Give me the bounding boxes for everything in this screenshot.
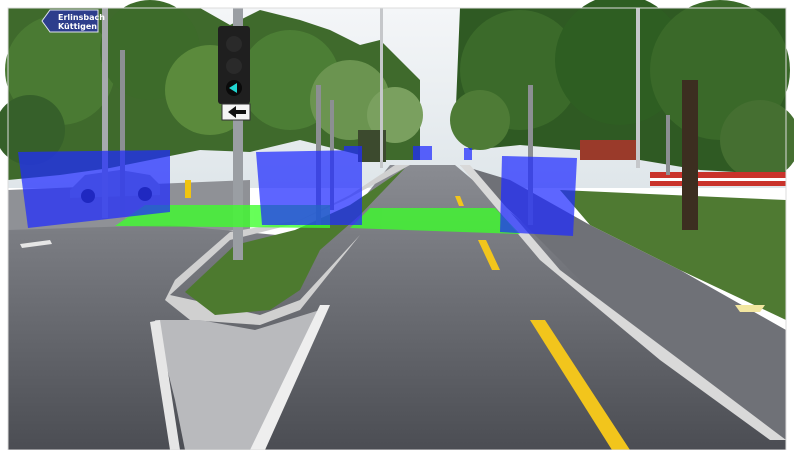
trees-right [450,0,794,180]
obstacle-segmentation-overlay [18,146,577,236]
grass-right [560,190,786,320]
red-fence [580,140,640,160]
tree-trunk [682,80,698,230]
traffic-light-pole [218,8,251,260]
sidewalk-left [155,310,320,450]
traffic-island [165,165,410,325]
street-sign-line2: Küttigen [58,22,97,31]
street-sign-line1: Erlinsbach [58,13,105,22]
lane-markings [20,196,765,450]
street-sign [41,8,108,218]
